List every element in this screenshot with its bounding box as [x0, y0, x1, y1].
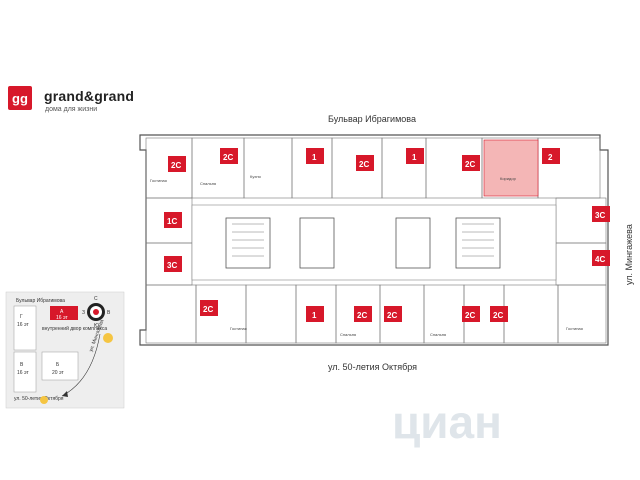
svg-text:В: В [107, 310, 111, 316]
svg-text:1: 1 [412, 153, 417, 162]
svg-text:В: В [20, 362, 24, 368]
minimap-sun-path [61, 333, 101, 397]
minimap-street-bottom: ул. 50-летия Октября [14, 396, 64, 402]
minimap-street-top: Бульвар Ибрагимова [16, 298, 65, 304]
svg-text:Гостиная: Гостиная [566, 326, 583, 331]
svg-text:4C: 4C [595, 255, 605, 264]
svg-text:2C: 2C [387, 311, 397, 320]
svg-text:2C: 2C [203, 305, 213, 314]
room-labels: Гостиная Спальня Кухня Коридор Гостиная … [150, 174, 583, 337]
unit-badges[interactable]: 2C 2C 1 2C 1 2C 2 3C 4C 1C 3C 2C 1 2C 2C… [164, 148, 610, 322]
minimap-block-v [13, 351, 37, 393]
svg-text:Спальня: Спальня [430, 332, 446, 337]
unit-badge: 1 [306, 306, 324, 322]
street-top-label: Бульвар Ибрагимова [328, 114, 416, 124]
minimap: Бульвар Ибрагимова Г 16 эт А 16 эт внутр… [5, 291, 125, 409]
svg-text:16 эт: 16 эт [17, 322, 29, 328]
brand-tagline: дома для жизни [45, 106, 98, 113]
svg-text:Спальня: Спальня [340, 332, 356, 337]
svg-text:Спальня: Спальня [200, 181, 216, 186]
svg-text:2C: 2C [359, 160, 369, 169]
svg-text:16 эт: 16 эт [17, 370, 29, 376]
svg-text:2C: 2C [171, 161, 181, 170]
unit-badge: 1C [164, 212, 182, 228]
unit-badge: 3C [164, 256, 182, 272]
svg-text:2C: 2C [465, 311, 475, 320]
svg-text:2C: 2C [465, 160, 475, 169]
svg-text:Гостиная: Гостиная [150, 178, 167, 183]
svg-text:Кухня: Кухня [250, 174, 261, 179]
svg-text:1: 1 [312, 311, 317, 320]
svg-text:2C: 2C [357, 311, 367, 320]
svg-text:Гостиная: Гостиная [230, 326, 247, 331]
unit-badge: 2C [200, 300, 218, 316]
street-bottom-label: ул. 50-летия Октября [328, 362, 417, 372]
sun-icon-east [103, 333, 113, 343]
unit-badge: 2 [542, 148, 560, 164]
brand-logo-icon: gg [8, 86, 32, 110]
svg-text:3C: 3C [167, 261, 177, 270]
unit-badge: 4C [592, 250, 610, 266]
svg-text:2C: 2C [223, 153, 233, 162]
svg-text:Г: Г [20, 314, 23, 320]
minimap-block-g [13, 305, 37, 351]
unit-badge: 2C [462, 306, 480, 322]
svg-text:1C: 1C [167, 217, 177, 226]
svg-text:З: З [82, 310, 85, 316]
brand-name: grand&grand [44, 88, 135, 104]
svg-text:2: 2 [548, 153, 553, 162]
unit-badge: 2C [354, 306, 372, 322]
selected-unit[interactable] [483, 139, 539, 197]
unit-badge: 2C [220, 148, 238, 164]
svg-text:С: С [94, 296, 98, 302]
unit-badge: 1 [406, 148, 424, 164]
minimap-block-b [41, 351, 79, 381]
svg-text:А: А [60, 309, 64, 315]
corridor [191, 204, 557, 281]
unit-badge: 2C [462, 155, 480, 171]
unit-badge: 2C [356, 155, 374, 171]
svg-text:Б: Б [56, 362, 60, 368]
svg-text:1: 1 [312, 153, 317, 162]
svg-text:16 эт: 16 эт [56, 315, 68, 321]
unit-badge: 2C [384, 306, 402, 322]
svg-text:Коридор: Коридор [500, 176, 517, 181]
unit-badge: 2C [168, 156, 186, 172]
unit-badge: 2C [490, 306, 508, 322]
svg-text:3C: 3C [595, 211, 605, 220]
compass-icon: С В Ю З [82, 296, 111, 329]
sun-icon-south [40, 396, 48, 404]
minimap-courtyard: внутренний двор комплекса [42, 325, 107, 332]
svg-text:Ю: Ю [94, 323, 99, 329]
svg-text:20 эт: 20 эт [52, 370, 64, 376]
minimap-block-a [50, 306, 78, 320]
svg-text:2C: 2C [493, 311, 503, 320]
street-right-label: ул. Мингажева [624, 224, 634, 285]
unit-badge: 3C [592, 206, 610, 222]
unit-badge: 1 [306, 148, 324, 164]
watermark: циан [392, 396, 502, 448]
